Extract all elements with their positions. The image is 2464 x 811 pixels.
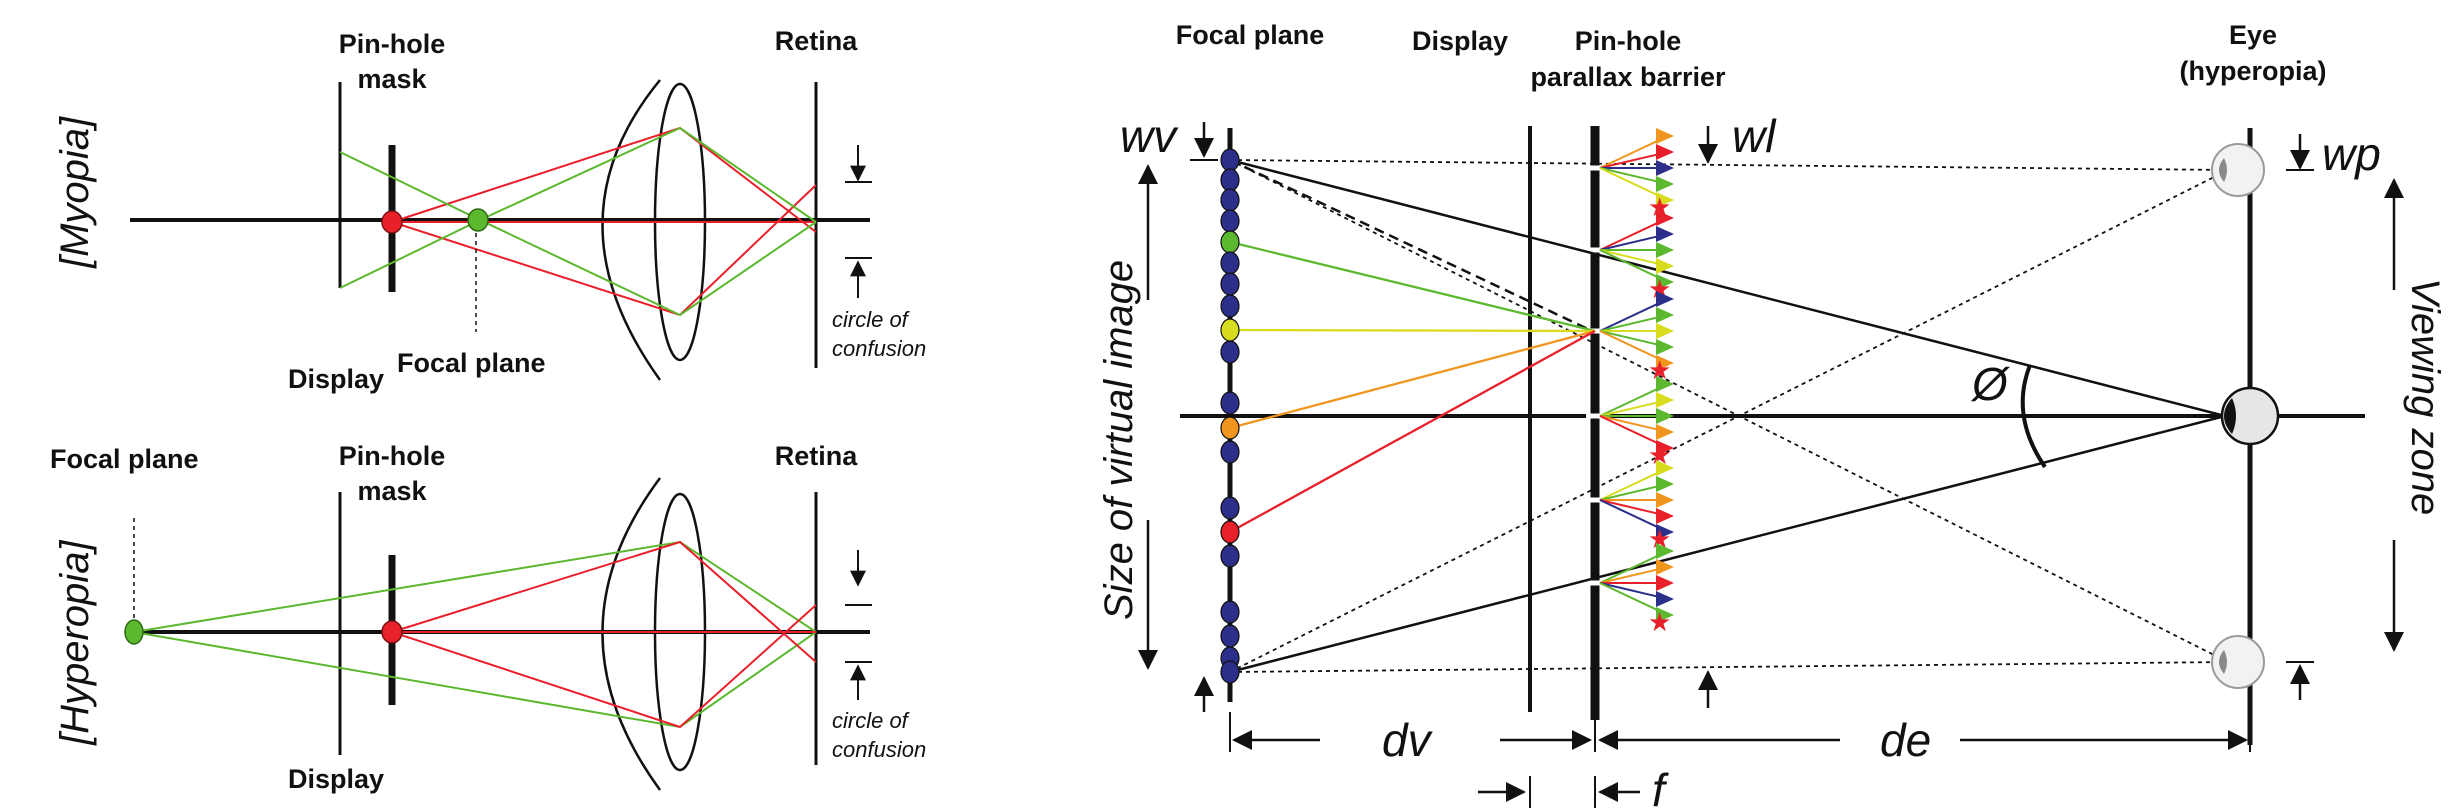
main-pinhole-fans: ★★★★★★ <box>1599 128 1674 638</box>
eye-bottom-icon <box>2211 635 2265 689</box>
fan-arrowhead <box>1656 607 1674 623</box>
fan-arrowhead <box>1656 274 1674 290</box>
main-focal-plane-label: Focal plane <box>1176 20 1325 50</box>
main-diagram: Focal plane Display Pin-hole parallax ba… <box>1097 20 2447 811</box>
main-wp-label: wp <box>2322 128 2381 180</box>
fan-arrowhead <box>1656 575 1674 591</box>
main-ray-orange <box>1229 329 1596 430</box>
svg-text:(hyperopia): (hyperopia) <box>2179 56 2326 86</box>
hyperopia-green-rays <box>133 540 817 729</box>
main-dotted-rays <box>1229 159 2229 673</box>
fan-arrowhead <box>1656 492 1674 508</box>
main-ray-green <box>1229 240 1596 333</box>
myopia-mask-label: Pin-hole <box>339 29 446 59</box>
fan-arrowhead <box>1656 160 1674 176</box>
svg-text:mask: mask <box>357 476 427 506</box>
fan-arrowhead <box>1656 192 1674 208</box>
fan-arrowhead <box>1656 460 1674 476</box>
main-ray-yellow <box>1229 328 1596 333</box>
eye-center-icon <box>2220 386 2280 446</box>
main-angle-arc <box>2020 364 2047 469</box>
myopia-display-label: Display <box>288 364 384 394</box>
main-virtual-image-label: Size of virtual image <box>1097 260 1141 620</box>
fan-arrowhead <box>1656 128 1674 144</box>
fan-star-icon: ★ <box>1648 356 1671 386</box>
fan-arrowhead <box>1656 392 1674 408</box>
fan-arrowhead <box>1656 323 1674 339</box>
fan-arrowhead <box>1656 376 1674 392</box>
main-eye-label: Eye <box>2229 20 2277 50</box>
myopia-red-pixel <box>381 210 403 234</box>
svg-text:parallax barrier: parallax barrier <box>1530 62 1726 92</box>
fan-arrowhead <box>1656 424 1674 440</box>
fan-arrowhead <box>1656 408 1674 424</box>
fan-arrowhead <box>1656 258 1674 274</box>
main-f-label: f <box>1652 764 1669 811</box>
hyperopia-side-label: [Hyperopia] <box>53 540 97 746</box>
svg-text:confusion: confusion <box>832 336 926 361</box>
myopia-cornea <box>601 79 662 381</box>
hyperopia-coc-label: circle of <box>832 708 911 733</box>
hyperopia-mask-label: Pin-hole <box>339 441 446 471</box>
myopia-red-rays <box>391 126 817 317</box>
myopia-focal-label: Focal plane <box>397 348 546 378</box>
myopia-green-rays <box>339 126 817 317</box>
main-solid-rays <box>1229 158 2226 674</box>
fan-arrowhead <box>1656 591 1674 607</box>
main-wv-label: wv <box>1120 110 1179 162</box>
hyperopia-green-point <box>124 619 144 645</box>
hyperopia-retina-label: Retina <box>775 441 859 471</box>
myopia-green-point <box>467 208 489 232</box>
fan-arrowhead <box>1656 508 1674 524</box>
main-viewing-zone-label: Viewing zone <box>2403 278 2447 515</box>
hyperopia-red-pixel <box>381 620 403 644</box>
main-ray-red <box>1229 329 1596 534</box>
fan-arrowhead <box>1656 543 1674 559</box>
svg-text:mask: mask <box>357 64 427 94</box>
fan-star-icon: ★ <box>1648 441 1671 471</box>
main-de-label: de <box>1880 714 1931 766</box>
fan-arrowhead <box>1656 524 1674 540</box>
fan-arrowhead <box>1656 307 1674 323</box>
hyperopia-display-label: Display <box>288 764 384 794</box>
main-wl-label: wl <box>1732 110 1777 162</box>
fan-arrowhead <box>1656 291 1674 307</box>
myopia-side-label: [Myopia] <box>53 116 97 269</box>
fan-arrowhead <box>1656 339 1674 355</box>
main-barrier-label: Pin-hole <box>1575 26 1682 56</box>
fan-arrowhead <box>1656 210 1674 226</box>
main-dv-label: dv <box>1382 714 1434 766</box>
main-pixel-column <box>1220 148 1240 684</box>
fan-arrowhead <box>1656 176 1674 192</box>
svg-text:confusion: confusion <box>832 737 926 762</box>
myopia-coc-label: circle of <box>832 307 911 332</box>
fan-arrowhead <box>1656 476 1674 492</box>
hyperopia-diagram: [Hyperopia] Focal plane Pin-hole mask Re… <box>50 441 926 794</box>
myopia-retina-label: Retina <box>775 26 859 56</box>
hyperopia-red-rays <box>391 540 817 729</box>
fan-arrowhead <box>1656 355 1674 371</box>
fan-arrowhead <box>1656 144 1674 160</box>
main-display-label: Display <box>1412 26 1508 56</box>
fan-arrowhead <box>1656 559 1674 575</box>
fan-arrowhead <box>1656 242 1674 258</box>
fan-arrowhead <box>1656 226 1674 242</box>
fan-star-icon: ★ <box>1648 608 1671 638</box>
eye-top-icon <box>2211 143 2265 197</box>
main-angle-label: Ø <box>1970 358 2010 410</box>
fan-arrowhead <box>1656 440 1674 456</box>
myopia-diagram: [Myopia] Pin-hole mask Retina <box>53 26 926 394</box>
hyperopia-focal-label: Focal plane <box>50 444 199 474</box>
